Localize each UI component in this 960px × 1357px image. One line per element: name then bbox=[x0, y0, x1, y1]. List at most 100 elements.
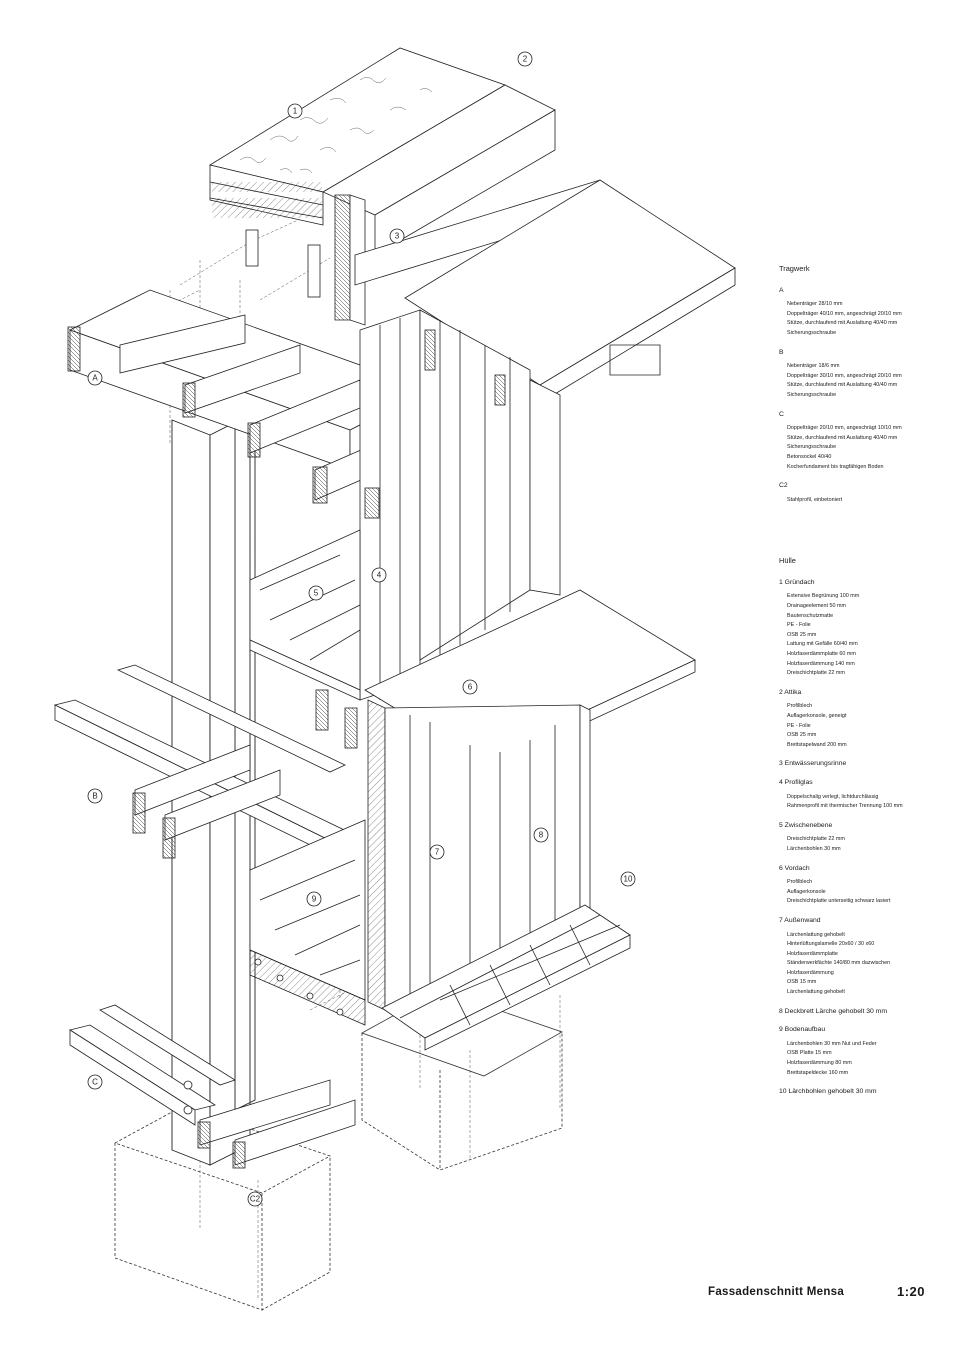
legend-item: Stütze, durchlaufend mit Auslattung 40/4… bbox=[787, 382, 898, 389]
legend-group-title: 10 Lärchbohlen gehobelt 30 mm bbox=[779, 1088, 877, 1096]
callout-a: A bbox=[87, 370, 103, 386]
legend-item: Ständerwerkfächte 140/80 mm dazwischen bbox=[787, 960, 891, 967]
legend-item: PE - Folie bbox=[787, 622, 811, 629]
legend-item: Hinterlüftungslamelle 20x60 / 30 x60 bbox=[787, 941, 875, 948]
legend-item: Brettstapeldecke 160 mm bbox=[787, 1069, 849, 1076]
legend-group-title: 8 Deckbrett Lärche gehobelt 30 mm bbox=[779, 1007, 888, 1015]
legend-item: Extensive Begrünung 100 mm bbox=[787, 593, 860, 600]
legend-item: Lärchenlattung gehobelt bbox=[787, 931, 845, 938]
legend-item: Drainageelement 50 mm bbox=[787, 603, 847, 610]
callout-8: 8 bbox=[533, 827, 549, 843]
beams-level-c bbox=[69, 1004, 356, 1169]
legend-item: Lärchenbohlen 30 mm bbox=[787, 845, 841, 852]
legend-item: Nebenträger 28/10 mm bbox=[787, 301, 843, 308]
sheet-scale: 1:20 bbox=[897, 1284, 926, 1299]
callout-7: 7 bbox=[429, 844, 445, 860]
callout-3: 3 bbox=[389, 228, 405, 244]
svg-text:8: 8 bbox=[539, 831, 544, 840]
legend-item: Auflagerkonsole, geneigt bbox=[787, 713, 847, 719]
floor bbox=[249, 819, 366, 1026]
svg-text:5: 5 bbox=[314, 589, 319, 598]
legend-item: Holzfaserdämmplatte 60 mm bbox=[787, 651, 856, 658]
legend-item: Lärchenbohlen 30 mm Nut und Feder bbox=[787, 1040, 877, 1047]
legend-item: OSB 25 mm bbox=[787, 732, 817, 739]
legend-item-list: Stahlprofil, einbetoniert bbox=[787, 496, 954, 506]
callout-5: 5 bbox=[308, 585, 324, 601]
svg-text:C: C bbox=[92, 1078, 98, 1087]
callout-2: 2 bbox=[517, 51, 533, 67]
svg-text:1: 1 bbox=[293, 107, 298, 116]
legend-group-title: B bbox=[779, 348, 784, 356]
legend-section-title: Tragwerk bbox=[779, 264, 810, 273]
legend-item: Holzfaserdämmung 80 mm bbox=[787, 1060, 852, 1067]
legend-group-title: C bbox=[779, 410, 784, 418]
legend-group-title: 9 Bodenaufbau bbox=[779, 1026, 826, 1034]
svg-text:10: 10 bbox=[624, 875, 633, 884]
legend-group-title: A bbox=[779, 286, 784, 294]
legend-item: Dreischichtplatte 22 mm bbox=[787, 670, 845, 677]
legend-item: OSB 25 mm bbox=[787, 631, 817, 638]
callout-b: B bbox=[87, 788, 103, 804]
svg-text:9: 9 bbox=[312, 895, 317, 904]
legend-item: Doppelträger 20/10 mm, angeschrägt 10/10… bbox=[787, 425, 902, 432]
legend-section-title: Hülle bbox=[779, 556, 796, 566]
legend-item-list: Dreischichtplatte 22 mm Lärchenbohlen 30 … bbox=[787, 835, 954, 854]
intermediate-level bbox=[249, 529, 361, 701]
svg-text:B: B bbox=[92, 792, 97, 801]
legend-item: Stahlprofil, einbetoniert bbox=[787, 496, 843, 503]
sheet-title: Fassadenschnitt Mensa bbox=[708, 1286, 845, 1298]
svg-text:C2: C2 bbox=[250, 1195, 261, 1204]
legend-item: PE - Folie bbox=[787, 722, 811, 729]
legend-item: Sicherungsschraube bbox=[787, 391, 837, 398]
svg-text:7: 7 bbox=[435, 848, 440, 857]
legend-item: Stütze, durchlaufend mit Auslattung 40/4… bbox=[787, 434, 898, 441]
legend-item: Dreischichtplatte unterseitig schwarz la… bbox=[787, 898, 891, 905]
callout-c: C bbox=[87, 1074, 103, 1090]
legend-item: Lärchenlattung gehobelt bbox=[787, 989, 845, 996]
legend-item: OSB 15 mm bbox=[787, 979, 817, 986]
callout-1: 1 bbox=[287, 103, 303, 119]
legend-item: Profilblech bbox=[787, 879, 813, 886]
legend-item: Doppelschalig verlegt, lichtdurchlässig bbox=[787, 793, 879, 800]
legend-item: Brettstapelwand 200 mm bbox=[787, 741, 847, 748]
legend-group-title: 7 Außenwand bbox=[779, 916, 821, 924]
legend-group-title: 4 Profilglas bbox=[779, 778, 813, 786]
legend-item: OSB Platte 15 mm bbox=[787, 1050, 832, 1057]
legend-group-title: 6 Vordach bbox=[779, 864, 810, 872]
attic bbox=[322, 84, 601, 326]
callout-4: 4 bbox=[371, 567, 387, 583]
profile-glass bbox=[359, 309, 561, 701]
legend-group-title: 3 Entwässerungsrinne bbox=[779, 760, 847, 768]
legend-group-title: 5 Zwischenebene bbox=[779, 821, 833, 829]
legend-item: Betonsockel 40/40 bbox=[787, 453, 832, 460]
callout-c2: C2 bbox=[247, 1191, 263, 1207]
legend-item: Profilblech bbox=[787, 703, 813, 710]
legend-item: Auflagerkonsole bbox=[787, 888, 826, 895]
legend-item: Holzfaserdämmung bbox=[787, 969, 834, 976]
callout-9: 9 bbox=[306, 891, 322, 907]
legend-item: Sicherungsschraube bbox=[787, 329, 837, 336]
svg-text:A: A bbox=[92, 374, 98, 383]
legend-group-title: 2 Attika bbox=[779, 688, 802, 696]
legend-item: Holzfaserdämmung 140 mm bbox=[787, 660, 855, 667]
legend-item: Kocherfundament bis tragfähigen Boden bbox=[787, 463, 884, 470]
legend-item: Dreischichtplatte 22 mm bbox=[787, 836, 845, 843]
legend-item-list: Doppelträger 20/10 mm, angeschrägt 10/10… bbox=[787, 424, 954, 472]
foundation-left bbox=[114, 1105, 331, 1311]
svg-text:3: 3 bbox=[395, 232, 400, 241]
svg-text:6: 6 bbox=[468, 683, 473, 692]
green-roof bbox=[208, 47, 506, 298]
legend-item-list: Extensive Begrünung 100 mm Drainageelemen… bbox=[787, 592, 954, 678]
legend-group-title: 1 Gründach bbox=[779, 578, 815, 586]
legend-item: Bautenschutzmatte bbox=[787, 612, 834, 619]
